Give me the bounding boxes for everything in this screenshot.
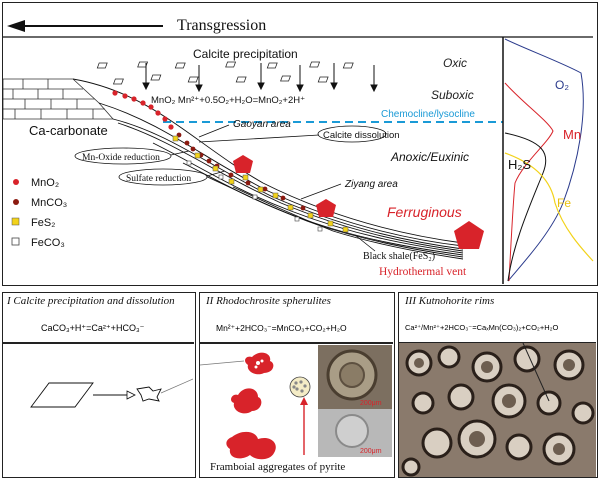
legend-mno2-symbol <box>13 179 19 185</box>
panel-kutnohorite-title: III Kutnohorite rims <box>405 295 495 307</box>
legend-fes2-label: FeS₂ <box>31 217 55 229</box>
legend-feco3-symbol <box>11 237 20 246</box>
panel-kutnohorite: III Kutnohorite rims Ca²⁺/Mn²⁺+2HCO₃⁻=Ca… <box>398 292 598 478</box>
calcite-crystal-diagram <box>30 378 193 408</box>
mn-reaction-label: MnO₂ Mn²⁺+0.5O₂+H₂O=MnO₂+2H⁺ <box>151 95 305 106</box>
mn-curve <box>504 82 554 282</box>
sulfate-leader <box>206 170 226 177</box>
slope-strata <box>72 78 464 260</box>
ca-carbonate-label: Ca-carbonate <box>29 123 108 138</box>
micrograph-bottom-sphere <box>335 414 369 448</box>
ziyang-leader <box>300 183 342 200</box>
red-spherulites <box>226 352 276 460</box>
rhodochrosite-diagram: 200μm 200μm <box>200 345 392 460</box>
pyrite-framboid <box>289 376 311 398</box>
hydrothermal-vent-label: Hydrothermal vent <box>379 266 467 278</box>
legend-mnco3-symbol <box>13 199 19 205</box>
fes2-squares <box>172 135 349 233</box>
calcite-dissolution-label: Calcite dissolution <box>323 130 400 141</box>
anoxic-label: Anoxic/Euxinic <box>390 150 469 164</box>
calcite-crystal-shape <box>30 382 94 408</box>
panel-calcite-divider <box>3 342 194 344</box>
profile-mn-label: Mn <box>563 127 581 142</box>
oxic-label: Oxic <box>443 56 467 70</box>
mno2-dots <box>112 90 174 130</box>
spherulite-cluster-bottom <box>226 431 276 460</box>
legend: MnO₂ MnCO₃ FeS₂ FeCO₃ <box>11 177 67 249</box>
panel-rhodochrosite: II Rhodochrosite spherulites Mn²⁺+2HCO₃⁻… <box>199 292 395 478</box>
top-connector <box>200 360 245 366</box>
spherulite-white-spots <box>254 359 264 369</box>
micrograph-top-core <box>339 362 365 388</box>
h2s-curve <box>504 132 547 282</box>
panel-calcite-title: I Calcite precipitation and dissolution <box>7 295 175 307</box>
top-diagram: Transgression Calcite precipitation <box>3 17 594 284</box>
top-diagram-frame: Transgression Calcite precipitation <box>2 2 598 286</box>
dissolved-crystal-shape <box>136 386 162 402</box>
transgression-label: Transgression <box>177 17 266 34</box>
pyrite-pointer-head <box>300 397 308 405</box>
mn-oxide-leader <box>170 150 190 156</box>
panel-rhodochrosite-formula: Mn²⁺+2HCO₃⁻=MnCO₃+CO₂+H₂O <box>216 323 347 333</box>
calcite-precipitation-label: Calcite precipitation <box>193 47 298 61</box>
chemocline-label: Chemocline/lysocline <box>381 109 475 120</box>
carbonate-platform <box>3 78 114 120</box>
pyrite-label: Framboial aggregates of pyrite <box>210 461 346 473</box>
scale-bar-bottom: 200μm <box>360 448 382 455</box>
panel-kutnohorite-formula: Ca²⁺/Mn²⁺+2HCO₃⁻=CaₓMn(CO₃)₂+CO₂+H₂O <box>405 323 559 332</box>
scale-bar-top: 200μm <box>360 400 382 407</box>
legend-mnco3-label: MnCO₃ <box>31 197 67 209</box>
ziyang-label: Ziyang area <box>344 179 398 190</box>
calcite-crystals <box>96 61 354 85</box>
kutnohorite-micrograph <box>399 343 596 477</box>
kutnohorite-cores <box>414 358 575 455</box>
legend-mno2-label: MnO₂ <box>31 177 59 189</box>
panel-rhodochrosite-title: II Rhodochrosite spherulites <box>206 295 331 307</box>
spherulite-pair-middle <box>231 388 262 414</box>
ferruginous-label: Ferruginous <box>387 204 462 220</box>
o2-curve <box>504 38 584 282</box>
mn-oxide-reduction-label: Mn-Oxide reduction <box>82 153 160 163</box>
panel-kutnohorite-divider <box>399 342 596 344</box>
gaoyan-leader <box>198 124 230 138</box>
transgression-arrow <box>7 20 163 32</box>
mn-reaction-text: MnO₂ Mn²⁺+0.5O₂+H₂O=MnO₂+2H⁺ <box>151 95 305 106</box>
calcite-dissolution-ellipse <box>317 125 387 143</box>
fe-curve <box>504 152 594 262</box>
panel-calcite-formula: CaCO₃+H⁺=Ca²⁺+HCO₃⁻ <box>41 323 145 333</box>
feco3-squares <box>186 160 323 232</box>
panel-calcite: I Calcite precipitation and dissolution … <box>2 292 196 478</box>
black-shale-leader <box>354 234 376 252</box>
mn-oxide-reduction-ellipse <box>74 147 172 165</box>
redox-profile: O₂ Mn H₂S Fe <box>502 37 594 284</box>
legend-feco3-label: FeCO₃ <box>31 237 65 249</box>
calcite-connector <box>160 378 193 394</box>
suboxic-label: Suboxic <box>431 88 474 102</box>
panel-rhodochrosite-divider <box>200 342 393 344</box>
precipitation-arrows <box>142 63 378 93</box>
sulfate-reduction-ellipse <box>118 168 208 186</box>
legend-fes2-symbol <box>11 217 20 226</box>
sulfate-reduction-label: Sulfate reduction <box>126 173 191 184</box>
dissolution-leader <box>198 134 320 143</box>
profile-fe-label: Fe <box>557 196 571 210</box>
kutnohorite-pointer <box>522 343 550 402</box>
hydrothermal-pentagons <box>233 155 484 249</box>
profile-h2s-label: H₂S <box>508 157 531 172</box>
profile-o2-label: O₂ <box>555 78 569 92</box>
black-shale-label: Black shale(FeS₂) <box>363 251 435 262</box>
gaoyan-label: Gaoyan area <box>233 119 291 130</box>
calcite-arrow-head <box>126 390 136 400</box>
